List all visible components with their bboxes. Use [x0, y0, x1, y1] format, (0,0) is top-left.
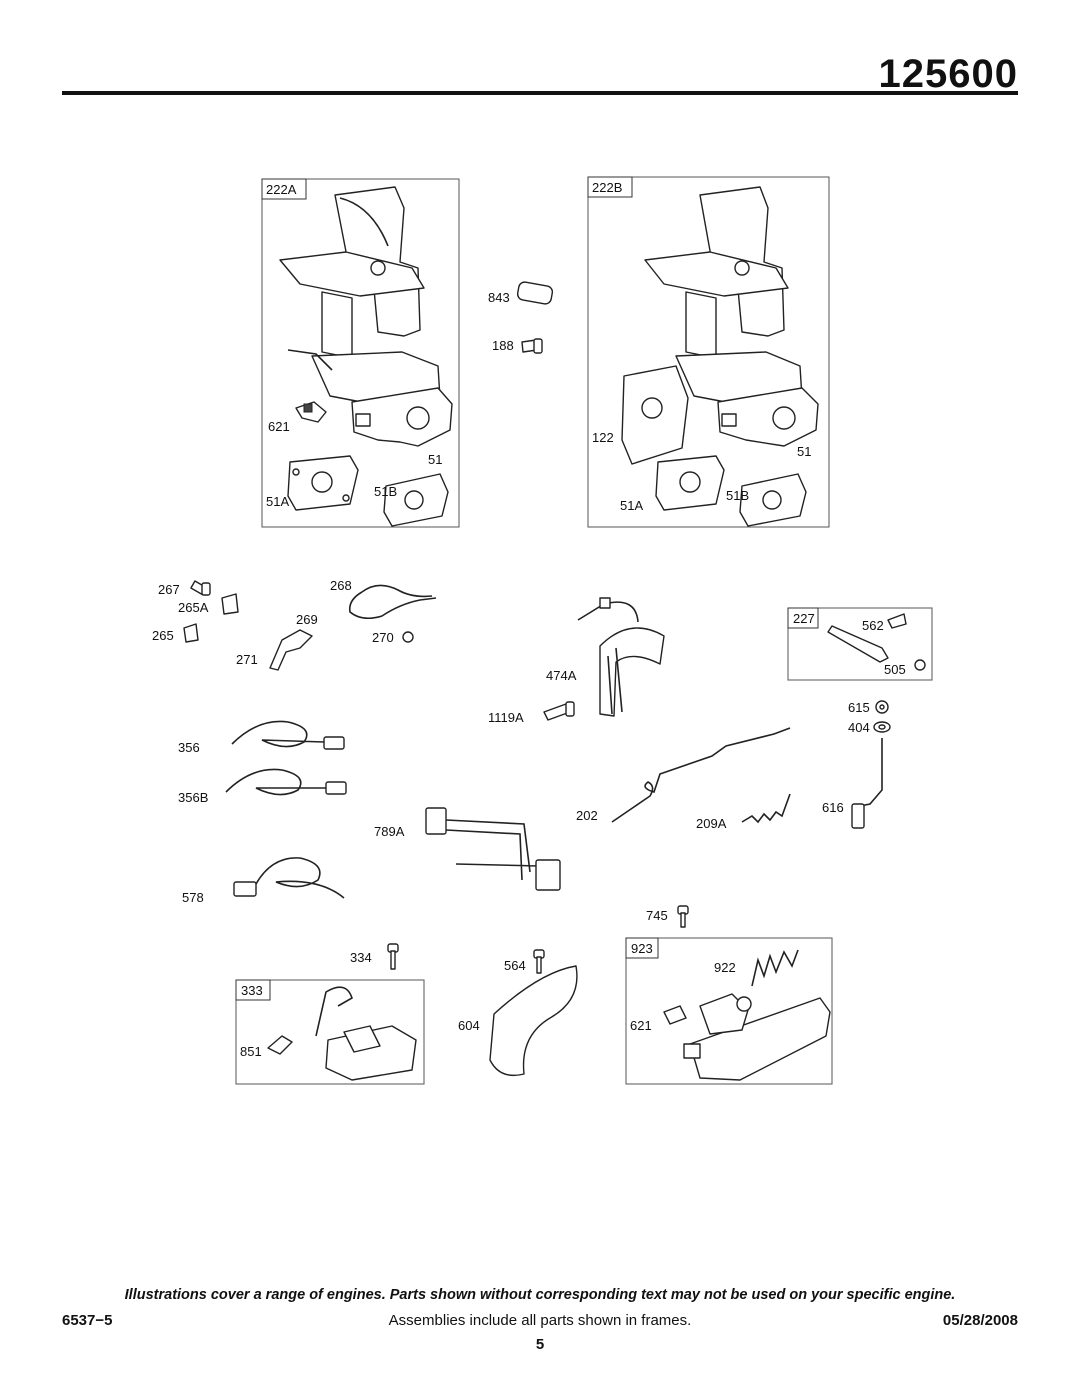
frames-note: Assemblies include all parts shown in fr… — [388, 1312, 692, 1329]
label-922: 922 — [714, 960, 736, 975]
svg-text:334: 334 — [350, 950, 372, 965]
svg-text:267: 267 — [158, 582, 180, 597]
label-621: 621 — [630, 1018, 652, 1033]
svg-text:356B: 356B — [178, 790, 208, 805]
label-51: 51 — [428, 452, 442, 467]
frame-tag: 222A — [266, 182, 297, 197]
part-604-shroud: 604 — [458, 965, 578, 1077]
svg-text:923: 923 — [631, 941, 653, 956]
svg-text:745: 745 — [646, 908, 668, 923]
svg-text:578: 578 — [182, 890, 204, 905]
governor-bracket-drawing — [644, 186, 819, 447]
part-188-screw: 188 — [492, 338, 543, 354]
svg-text:404: 404 — [848, 720, 870, 735]
label-51A: 51A — [620, 498, 643, 513]
label-51B: 51B — [374, 484, 397, 499]
part-271-lever: 271 — [236, 629, 313, 671]
svg-text:1119A: 1119A — [488, 710, 524, 725]
part-404-washer: 404 — [848, 720, 891, 735]
svg-text:271: 271 — [236, 652, 258, 667]
label-851: 851 — [240, 1044, 262, 1059]
frame-923: 923 922 621 — [625, 937, 833, 1085]
frame-333: 333 851 — [235, 979, 425, 1085]
part-265: 265 — [152, 623, 199, 643]
part-209A-spring: 209A — [696, 793, 791, 831]
svg-text:265: 265 — [152, 628, 174, 643]
svg-text:268: 268 — [330, 578, 352, 593]
svg-text:789A: 789A — [374, 824, 405, 839]
part-843: 843 — [488, 281, 554, 305]
svg-text:616: 616 — [822, 800, 844, 815]
header-rule — [62, 91, 1018, 95]
svg-text:209A: 209A — [696, 816, 727, 831]
part-268-cable: 268 — [330, 578, 437, 620]
part-356B-wire: 356B — [178, 768, 347, 805]
label-51A: 51A — [266, 494, 289, 509]
svg-text:270: 270 — [372, 630, 394, 645]
label-505: 505 — [884, 662, 906, 677]
svg-text:333: 333 — [241, 983, 263, 998]
svg-text:356: 356 — [178, 740, 200, 755]
page-number: 5 — [535, 1336, 545, 1353]
gasket-51A-drawing — [287, 455, 359, 511]
label-621: 621 — [268, 419, 290, 434]
disclaimer: Illustrations cover a range of engines. … — [124, 1287, 956, 1303]
part-615-nut: 615 — [848, 700, 889, 715]
governor-bracket-drawing — [279, 186, 453, 447]
part-616-rod: 616 — [822, 738, 883, 829]
gasket-51A-drawing — [655, 455, 725, 511]
svg-text:202: 202 — [576, 808, 598, 823]
doc-code: 6537−5 — [62, 1312, 113, 1329]
part-578-wire: 578 — [182, 857, 345, 905]
part-745-screw: 745 — [646, 905, 689, 928]
label-51B: 51B — [726, 488, 749, 503]
svg-text:265A: 265A — [178, 600, 209, 615]
label-51: 51 — [797, 444, 811, 459]
label-562: 562 — [862, 618, 884, 633]
part-265A: 265A — [178, 593, 239, 615]
part-789A-harness: 789A — [374, 807, 561, 891]
part-267-screw: 267 — [158, 580, 211, 597]
part-122-plate — [621, 365, 689, 465]
part-474A-harness: 474A — [546, 597, 665, 717]
part-356-wire: 356 — [178, 720, 345, 755]
date: 05/28/2008 — [942, 1312, 1018, 1329]
svg-text:227: 227 — [793, 611, 815, 626]
svg-text:615: 615 — [848, 700, 870, 715]
svg-text:604: 604 — [458, 1018, 480, 1033]
svg-text:843: 843 — [488, 290, 510, 305]
svg-text:564: 564 — [504, 958, 526, 973]
label-122: 122 — [592, 430, 614, 445]
svg-text:474A: 474A — [546, 668, 577, 683]
part-270-nut: 270 — [372, 630, 414, 645]
model-number: 125600 — [878, 52, 1018, 96]
part-334-screw: 334 — [350, 943, 399, 970]
frame-222B: 222B 122 51 51A 51B — [587, 176, 830, 528]
part-564-screw: 564 — [504, 949, 545, 974]
part-621-clip — [295, 401, 327, 423]
part-269-label: 269 — [296, 612, 318, 627]
part-1119A-screw: 1119A — [488, 701, 575, 725]
frame-222A: 222A 621 51 51A 51B — [261, 178, 460, 528]
gasket-51B-drawing — [383, 473, 449, 527]
part-202-link: 202 — [576, 727, 791, 823]
frame-227: 227 562 505 — [787, 607, 933, 681]
svg-text:188: 188 — [492, 338, 514, 353]
gasket-51B-drawing — [739, 473, 807, 527]
frame-tag: 222B — [592, 180, 622, 195]
